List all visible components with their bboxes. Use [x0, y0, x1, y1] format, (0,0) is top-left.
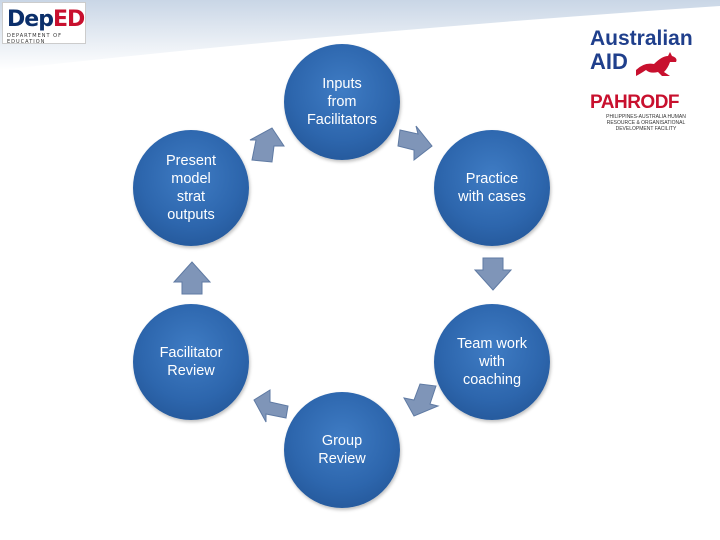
node-present-model-strat-outputs: Present model strat outputs [133, 130, 249, 246]
node-label: Group Review [318, 433, 366, 467]
pahrodf-title: PAHRODF [590, 92, 680, 113]
header-band [0, 0, 720, 70]
node-label: Present model strat outputs [166, 153, 216, 223]
node-label: Facilitator Review [159, 345, 223, 379]
node-group-review: Group Review [284, 392, 400, 508]
arrow-teamwork-to-group [403, 383, 440, 417]
kangaroo-icon [636, 52, 677, 76]
node-facilitator-review: Facilitator Review [133, 304, 249, 420]
node-practice-with-cases: Practice with cases [434, 130, 550, 246]
australian-aid-logo: Australian AID [590, 28, 700, 82]
pahrodf-logo: PAHRODF PHILIPPINES-AUSTRALIA HUMAN RESO… [590, 92, 700, 142]
node-label: Practice with cases [458, 171, 526, 205]
node-label: Inputs from Facilitators [306, 76, 378, 128]
arrow-facilitator-to-present [172, 261, 212, 295]
pahrodf-subtitle: PHILIPPINES-AUSTRALIA HUMAN RESOURCE & O… [606, 114, 686, 132]
arrow-inputs-to-practice [397, 125, 433, 162]
australian-aid-line1: Australian [590, 27, 693, 50]
deped-wordmark: DepED [7, 7, 85, 32]
arrow-present-to-inputs [249, 127, 285, 163]
arrow-group-to-facilitator [253, 389, 289, 423]
australian-aid-line2: AID [590, 49, 628, 74]
node-label: Team work with coaching [456, 336, 528, 388]
deped-logo: DepED DEPARTMENT OF EDUCATION [2, 2, 86, 45]
deped-subtitle: DEPARTMENT OF EDUCATION [7, 33, 62, 45]
node-team-work-with-coaching: Team work with coaching [434, 304, 550, 420]
arrow-practice-to-teamwork [473, 257, 513, 291]
node-inputs-from-facilitators: Inputs from Facilitators [284, 44, 400, 160]
